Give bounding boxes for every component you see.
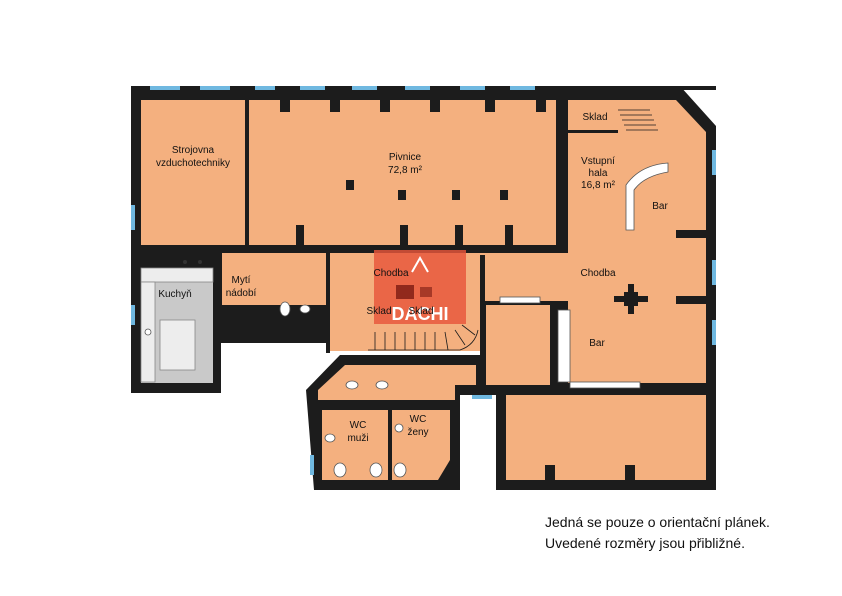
label-wc-zeny-1: WC — [410, 414, 427, 425]
pillars — [280, 100, 706, 480]
wc-muzi-room — [322, 410, 388, 480]
label-kuchyn: Kuchyň — [158, 289, 191, 300]
label-vstupni-area: 16,8 m² — [581, 180, 616, 191]
wc-zeny-room — [392, 410, 450, 480]
label-bar-lower: Bar — [589, 338, 605, 349]
label-pivnice: Pivnice — [389, 152, 422, 163]
wc-lobby — [318, 365, 476, 400]
disclaimer-line-2: Uvedené rozměry jsou přibližné. — [545, 535, 745, 551]
myti-nadobi-room — [222, 253, 326, 305]
label-pivnice-area: 72,8 m² — [388, 165, 423, 176]
label-chodba-center: Chodba — [373, 268, 408, 279]
label-bar-upper: Bar — [652, 201, 668, 212]
label-strojovna-1: Strojovna — [172, 145, 215, 156]
label-vstupni-2: hala — [589, 168, 608, 179]
sanitary-fixtures — [279, 301, 407, 478]
stairs — [368, 109, 658, 351]
label-sklad-top: Sklad — [582, 112, 607, 123]
strojovna-room — [141, 100, 245, 245]
label-sklad-left: Sklad — [366, 306, 391, 317]
disclaimer-note: Jedná se pouze o orientační plánek. Uved… — [545, 512, 770, 554]
room-labels: Strojovna vzduchotechniky Pivnice 72,8 m… — [156, 112, 668, 444]
windows — [131, 86, 716, 475]
kitchen — [140, 260, 214, 383]
chodba-right-area — [568, 248, 706, 383]
label-chodba-right: Chodba — [580, 268, 615, 279]
label-strojovna-2: vzduchotechniky — [156, 158, 230, 169]
dachi-logo: DACHI — [374, 250, 466, 324]
corridor-center — [486, 305, 550, 385]
disclaimer-line-1: Jedná se pouze o orientační plánek. — [545, 514, 770, 530]
label-vstupni-1: Vstupní — [581, 156, 615, 167]
bar-counters — [499, 162, 686, 389]
label-wc-muzi-1: WC — [350, 420, 367, 431]
label-wc-zeny-2: ženy — [407, 427, 428, 438]
floor-areas — [141, 100, 706, 480]
label-myti-1: Mytí — [232, 275, 251, 286]
label-sklad-right: Sklad — [408, 306, 433, 317]
bottom-right-room — [506, 395, 706, 480]
label-myti-2: nádobí — [226, 288, 257, 299]
pivnice-room — [248, 100, 558, 245]
logo-text: DACHI — [392, 304, 449, 324]
label-wc-muzi-2: muži — [347, 433, 368, 444]
